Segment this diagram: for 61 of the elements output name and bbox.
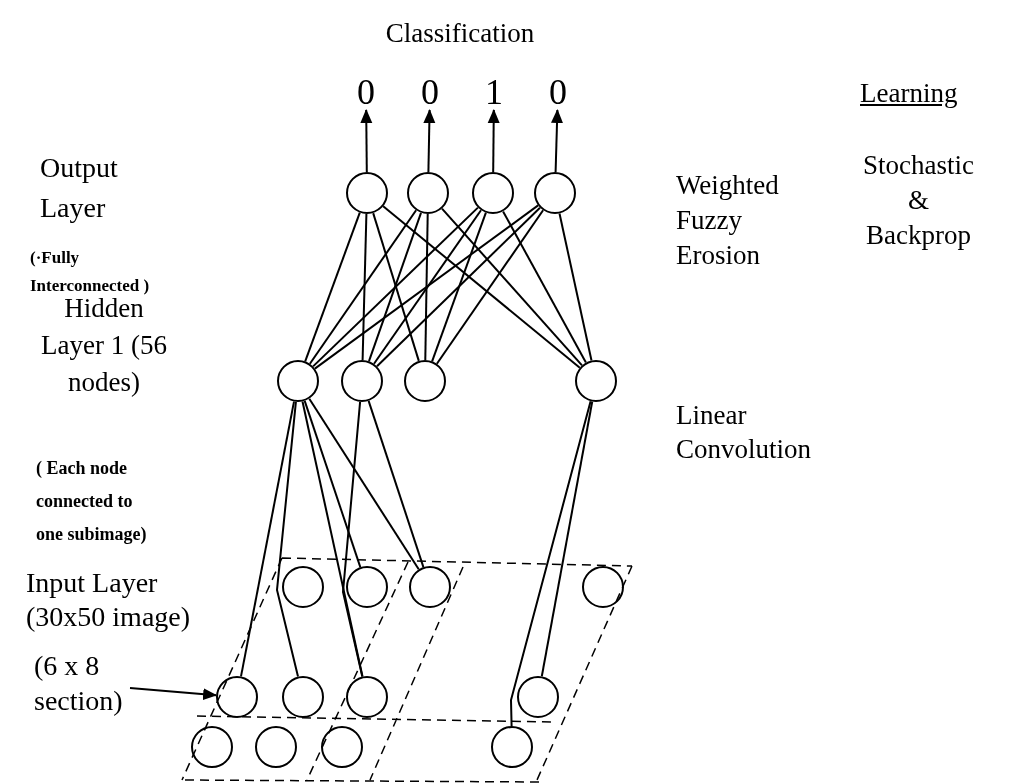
output-value: 0 bbox=[546, 70, 570, 115]
connection-line bbox=[376, 206, 541, 368]
connection-line bbox=[312, 206, 479, 368]
neuron-circle bbox=[321, 726, 363, 768]
neuron-circle bbox=[277, 360, 319, 402]
neuron-circle bbox=[282, 566, 324, 608]
neuron-circle bbox=[216, 676, 258, 718]
connection-line bbox=[313, 204, 540, 370]
connection-line bbox=[308, 397, 420, 571]
output-value: 1 bbox=[482, 70, 506, 115]
annotation-text: Input Layer (30x50 image) bbox=[26, 566, 192, 634]
connection-line bbox=[276, 400, 299, 678]
neuron-circle bbox=[346, 566, 388, 608]
connection-line bbox=[435, 209, 545, 365]
connection-line bbox=[502, 210, 587, 364]
neuron-circle bbox=[341, 360, 383, 402]
arrow bbox=[423, 109, 436, 173]
annotation-text: Weighted Fuzzy Erosion bbox=[676, 169, 780, 272]
arrow bbox=[551, 109, 563, 173]
connection-line bbox=[342, 400, 364, 678]
connection-line bbox=[361, 213, 368, 361]
annotation-text: Output Layer bbox=[40, 151, 119, 225]
connection-line bbox=[424, 213, 429, 361]
connection-line bbox=[558, 212, 593, 362]
arrow bbox=[129, 687, 218, 701]
connection-line bbox=[510, 400, 592, 727]
connection-line bbox=[240, 400, 295, 678]
neuron-circle bbox=[407, 172, 449, 214]
neuron-circle bbox=[404, 360, 446, 402]
connection-line bbox=[382, 205, 581, 369]
neuron-circle bbox=[534, 172, 576, 214]
neuron-circle bbox=[191, 726, 233, 768]
neuron-circle bbox=[282, 676, 324, 718]
neuron-circle bbox=[517, 676, 559, 718]
connection-line bbox=[367, 399, 425, 569]
neuron-circle bbox=[575, 360, 617, 402]
connection-line bbox=[303, 399, 362, 569]
annotation-text: Stochastic & Backprop bbox=[862, 149, 975, 252]
annotation-text: Linear Convolution bbox=[676, 399, 812, 466]
connection-line bbox=[441, 207, 583, 367]
connection-line bbox=[540, 400, 594, 678]
neuron-circle bbox=[582, 566, 624, 608]
output-value: 0 bbox=[418, 70, 442, 115]
neuron-circle bbox=[491, 726, 533, 768]
connection-line bbox=[308, 209, 418, 365]
connection-line bbox=[304, 211, 361, 363]
neuron-circle bbox=[255, 726, 297, 768]
neuron-circle bbox=[472, 172, 514, 214]
neuron-circle bbox=[409, 566, 451, 608]
neuron-circle bbox=[346, 676, 388, 718]
arrow bbox=[360, 109, 373, 173]
output-value: 0 bbox=[354, 70, 378, 115]
connection-line bbox=[373, 209, 482, 365]
neuron-circle bbox=[346, 172, 388, 214]
arrow bbox=[487, 109, 500, 173]
title: Classification bbox=[384, 18, 536, 49]
heading-text: Learning bbox=[860, 77, 959, 110]
annotation-text: (·Fully Interconnected ) bbox=[30, 247, 151, 297]
annotation-text: ( Each node connected to one subimage) bbox=[36, 457, 148, 546]
connection-line bbox=[431, 211, 487, 363]
section-label: (6 x 8 section) bbox=[34, 648, 130, 718]
